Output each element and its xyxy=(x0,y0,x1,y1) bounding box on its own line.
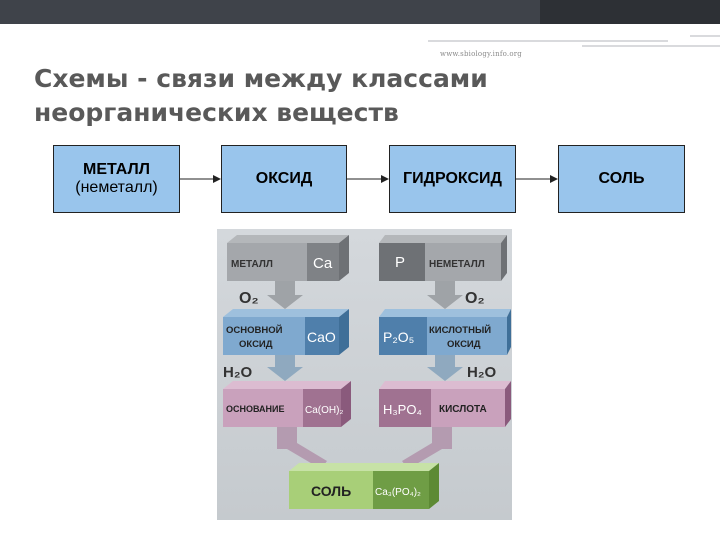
hydroxide-label: ГИДРОКСИД xyxy=(403,170,502,187)
salt-cube-top xyxy=(289,463,439,471)
acid-cube-top xyxy=(379,381,511,389)
metal-cube-formula-face xyxy=(307,243,339,281)
o2-left: O₂ xyxy=(239,290,259,307)
acid-oxide-cube-top xyxy=(379,309,511,317)
base-cube-formula-face xyxy=(303,389,341,427)
base-cube-front xyxy=(223,389,303,427)
basic-oxide-cube-side xyxy=(339,309,349,355)
nonmetal-label: (неметалл) xyxy=(75,179,158,196)
acid-oxide-label-1: КИСЛОТНЫЙ xyxy=(429,324,491,336)
salt-box: СОЛЬ xyxy=(558,145,685,213)
arrow-right-2 xyxy=(427,353,463,381)
metal-cube-top xyxy=(227,235,349,243)
acid-oxide-cube-front xyxy=(427,317,507,355)
decorative-line xyxy=(428,40,668,42)
oxide-label: ОКСИД xyxy=(255,170,313,187)
metal-label: МЕТАЛЛ xyxy=(83,161,150,178)
oxide-box: ОКСИД xyxy=(221,145,347,213)
source-url: www.sbiology.info.org xyxy=(440,50,522,58)
nonmetal-cube-formula: P xyxy=(395,254,405,271)
nonmetal-cube-label: НЕМЕТАЛЛ xyxy=(429,259,485,270)
arrow-left-2 xyxy=(267,353,303,381)
base-formula: Ca(OH)₂ xyxy=(305,405,343,416)
decorative-line xyxy=(690,35,720,37)
acid-cube-front xyxy=(431,389,505,427)
basic-oxide-cube-top xyxy=(223,309,349,317)
hydroxide-box: ГИДРОКСИД xyxy=(389,145,516,213)
base-cube-side xyxy=(341,381,351,427)
acid-cube-formula-face xyxy=(379,389,431,427)
nonmetal-cube-front xyxy=(425,243,501,281)
basic-oxide-cube-front xyxy=(223,317,305,355)
nonmetal-cube-side xyxy=(501,235,507,281)
arrow-right-1 xyxy=(427,281,463,309)
basic-oxide-formula: CaO xyxy=(307,329,336,345)
acid-oxide-cube-side xyxy=(507,309,511,355)
salt-cube-label: СОЛЬ xyxy=(311,483,351,499)
metal-cube-formula: Ca xyxy=(313,255,333,272)
metal-box: МЕТАЛЛ (неметалл) xyxy=(53,145,180,213)
page-title-line-1: Схемы - связи между классами xyxy=(34,64,488,93)
decorative-line xyxy=(582,45,720,47)
salt-cube-formula-face xyxy=(373,471,429,509)
h2o-right: H₂O xyxy=(467,364,496,381)
acid-cube-side xyxy=(505,381,511,427)
arrow-to-salt-left xyxy=(277,425,327,469)
top-bar-accent xyxy=(540,0,720,24)
metal-cube-front xyxy=(227,243,307,281)
salt-cube-front xyxy=(289,471,373,509)
salt-cube-formula: Ca₃(PO₄)₂ xyxy=(375,487,421,498)
reaction-diagram: МЕТАЛЛ Ca P НЕМЕТАЛЛ O₂ O₂ ОСНОВНОЙ ОКСИ… xyxy=(217,229,512,520)
acid-oxide-label-2: ОКСИД xyxy=(447,339,481,350)
metal-cube-side xyxy=(339,235,349,281)
nonmetal-cube-formula-face xyxy=(379,243,425,281)
metal-cube-label: МЕТАЛЛ xyxy=(231,259,273,270)
arrow-left-1 xyxy=(267,281,303,309)
nonmetal-cube-top xyxy=(379,235,507,243)
acid-oxide-cube-formula-face xyxy=(379,317,427,355)
acid-label: КИСЛОТА xyxy=(439,404,487,415)
h2o-left: H₂O xyxy=(223,364,252,381)
basic-oxide-label-2: ОКСИД xyxy=(239,339,273,350)
o2-right: O₂ xyxy=(465,290,485,307)
page-title: Схемы - связи между классами неорганичес… xyxy=(34,62,674,130)
acid-oxide-formula: P₂O₅ xyxy=(383,329,414,345)
acid-formula: H₃PO₄ xyxy=(383,402,422,417)
basic-oxide-label-1: ОСНОВНОЙ xyxy=(226,324,283,336)
base-label: ОСНОВАНИЕ xyxy=(226,404,285,414)
salt-label: СОЛЬ xyxy=(598,170,645,187)
arrow-to-salt-right xyxy=(402,425,452,469)
basic-oxide-cube-formula-face xyxy=(305,317,339,355)
base-cube-top xyxy=(223,381,351,389)
salt-cube-side xyxy=(429,463,439,509)
page-title-line-2: неорганических веществ xyxy=(34,98,399,127)
